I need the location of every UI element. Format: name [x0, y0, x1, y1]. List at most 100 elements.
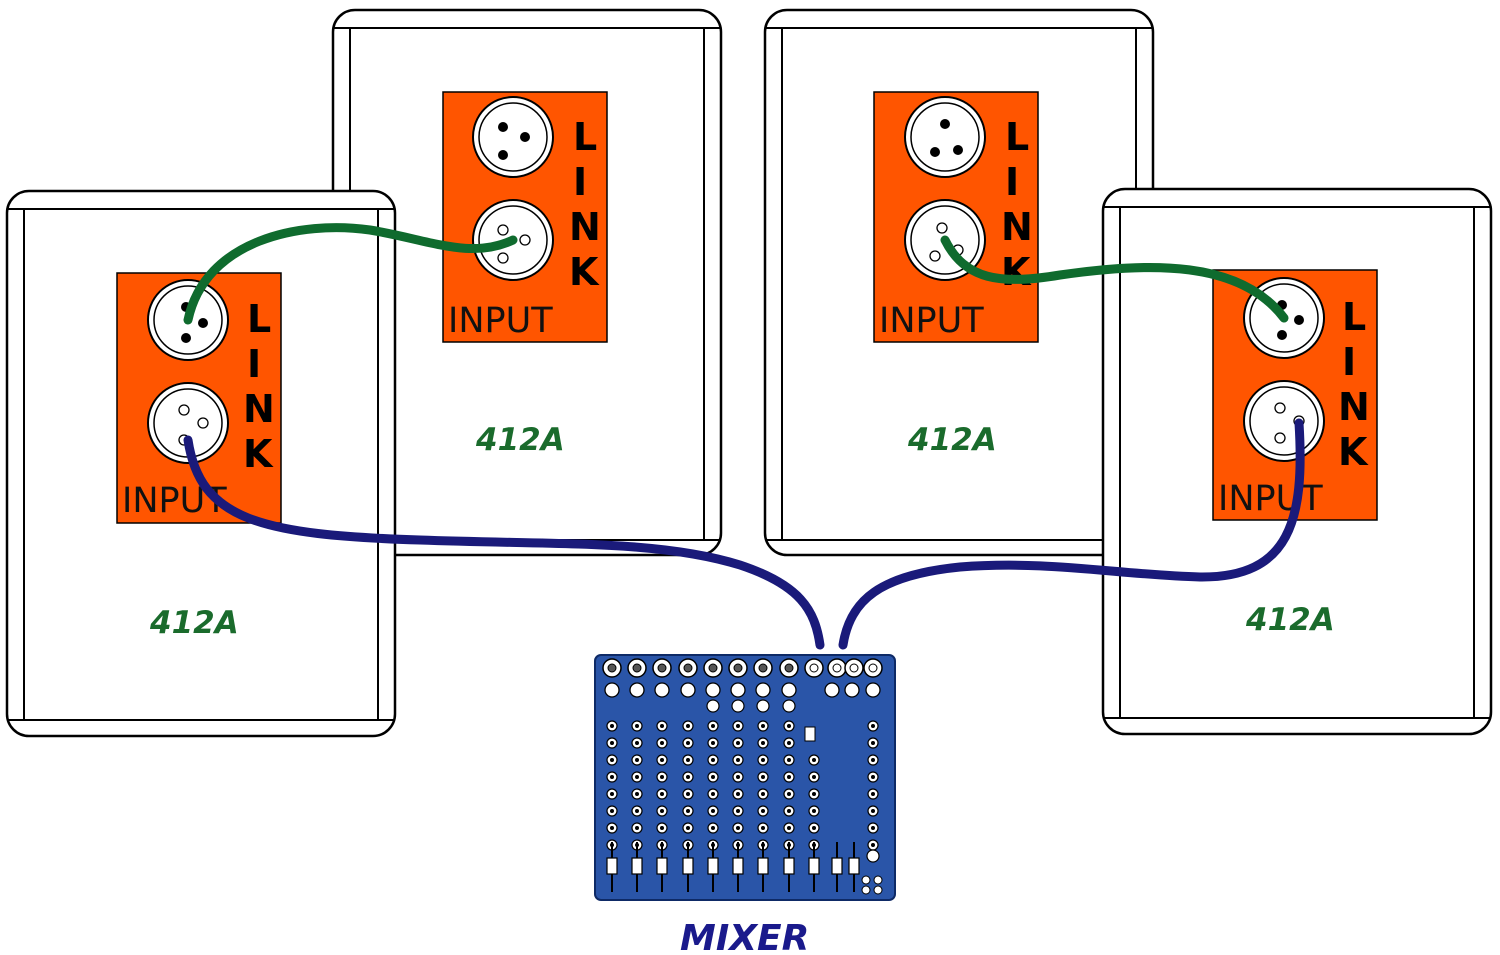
mixer-knob-cap: [686, 724, 690, 728]
input-label: INPUT: [1218, 479, 1323, 519]
mixer-input-jack-core: [809, 663, 819, 673]
mixer-knob-cap: [787, 724, 791, 728]
model-label: 412A: [149, 605, 239, 641]
mixer-knob-cap: [711, 792, 715, 796]
mixer-knob-cap: [610, 792, 614, 796]
mixer-line-jack: [755, 682, 771, 698]
mixer-knob-cap: [660, 775, 664, 779]
mixer-insert-jack: [756, 699, 770, 713]
mixer-controls: [602, 658, 883, 895]
mixer-knob-cap: [711, 826, 715, 830]
mixer-line-jack: [705, 682, 721, 698]
speaker-front-left: L I N K INPUT 412A: [5, 189, 397, 738]
mixer-input-jack-core: [733, 663, 743, 673]
mixer-fader-cap: [732, 857, 744, 875]
link-letter-n: N: [243, 387, 275, 431]
mixer-knob-cap: [761, 826, 765, 830]
mixer-knob-cap: [871, 809, 875, 813]
mixer-fader-cap: [631, 857, 643, 875]
mixer-knob-cap: [635, 809, 639, 813]
mixer-knob-cap: [610, 724, 614, 728]
mixer-button: [873, 875, 883, 885]
link-letter-l: L: [573, 115, 597, 159]
mixer-knob-cap: [787, 792, 791, 796]
input-cable-left: [183, 435, 825, 650]
mixer-line-jack: [680, 682, 696, 698]
xlr-link-jack[interactable]: [904, 96, 986, 178]
mixer-input-jack-core: [868, 663, 878, 673]
link-letter-k: K: [569, 250, 600, 294]
mixer-button: [873, 885, 883, 895]
mixer-knob-cap: [635, 724, 639, 728]
mixer-knob-cap: [711, 758, 715, 762]
mixer-knob-cap: [761, 792, 765, 796]
mixer-knob-cap: [711, 775, 715, 779]
mixer-knob-cap: [736, 809, 740, 813]
mixer-knob-cap: [635, 741, 639, 745]
mixer-knob-cap: [610, 758, 614, 762]
mixer-input-jack-core: [607, 663, 617, 673]
link-letter-k: K: [1001, 250, 1032, 294]
mixer-button: [861, 885, 871, 895]
mixer-knob-cap: [736, 792, 740, 796]
mixer-knob-cap: [711, 724, 715, 728]
link-cable-left: [183, 223, 518, 325]
link-letter-k: K: [1338, 430, 1369, 474]
mixer-knob-cap: [686, 792, 690, 796]
input-label: INPUT: [122, 481, 227, 521]
mixer-input-jack-core: [708, 663, 718, 673]
mixer-fader-cap: [707, 857, 719, 875]
mixer-knob-cap: [787, 741, 791, 745]
mixer-fader-cap: [831, 857, 843, 875]
link-letter-i: I: [247, 342, 261, 386]
mixer-knob-cap: [711, 741, 715, 745]
xlr-input-jack[interactable]: [1243, 380, 1325, 462]
mixer-knob-cap: [660, 809, 664, 813]
mixer-master-knob: [866, 849, 880, 863]
mixer-knob-cap: [736, 758, 740, 762]
mixer-knob-cap: [610, 775, 614, 779]
mixer-fader-cap: [606, 857, 618, 875]
mixer-knob-cap: [812, 809, 816, 813]
link-letter-i: I: [573, 160, 587, 204]
input-label: INPUT: [879, 301, 984, 341]
mixer-knob-cap: [787, 758, 791, 762]
mixer-knob-cap: [871, 792, 875, 796]
mixer-knob-cap: [761, 741, 765, 745]
mixer-line-jack: [865, 682, 881, 698]
mixer-knob-cap: [686, 758, 690, 762]
mixer-line-jack: [730, 682, 746, 698]
mixer-insert-jack: [782, 699, 796, 713]
mixer-knob-cap: [711, 809, 715, 813]
speaker-back-right: L I N K INPUT 412A: [763, 8, 1155, 557]
mixer-input-jack-core: [683, 663, 693, 673]
link-letter-n: N: [569, 205, 601, 249]
mixer-knob-cap: [610, 809, 614, 813]
mixer-input-jack-core: [849, 663, 859, 673]
mixer-input-jack-core: [784, 663, 794, 673]
mixer-knob-cap: [787, 775, 791, 779]
mixer-knob-cap: [812, 758, 816, 762]
mixer-knob-cap: [761, 724, 765, 728]
mixer-knob-cap: [686, 826, 690, 830]
mixer-fader-cap: [808, 857, 820, 875]
mixer-fader-cap: [656, 857, 668, 875]
cables: [183, 223, 1305, 650]
mixer-fader-cap: [682, 857, 694, 875]
xlr-link-jack[interactable]: [472, 96, 554, 178]
mixer-line-jack: [844, 682, 860, 698]
mixer-line-jack: [781, 682, 797, 698]
mixer-input-jack-core: [832, 663, 842, 673]
mixer-fader-cap: [783, 857, 795, 875]
mixer-line-jack: [824, 682, 840, 698]
mixer-knob-cap: [736, 741, 740, 745]
mixer-knob-cap: [812, 826, 816, 830]
mixer-knob-cap: [761, 809, 765, 813]
mixer-knob-cap: [761, 758, 765, 762]
mixer-knob-cap: [686, 741, 690, 745]
link-letter-i: I: [1342, 340, 1356, 384]
mixer-knob-cap: [660, 758, 664, 762]
mixer-insert-jack: [731, 699, 745, 713]
model-label: 412A: [1245, 602, 1335, 638]
